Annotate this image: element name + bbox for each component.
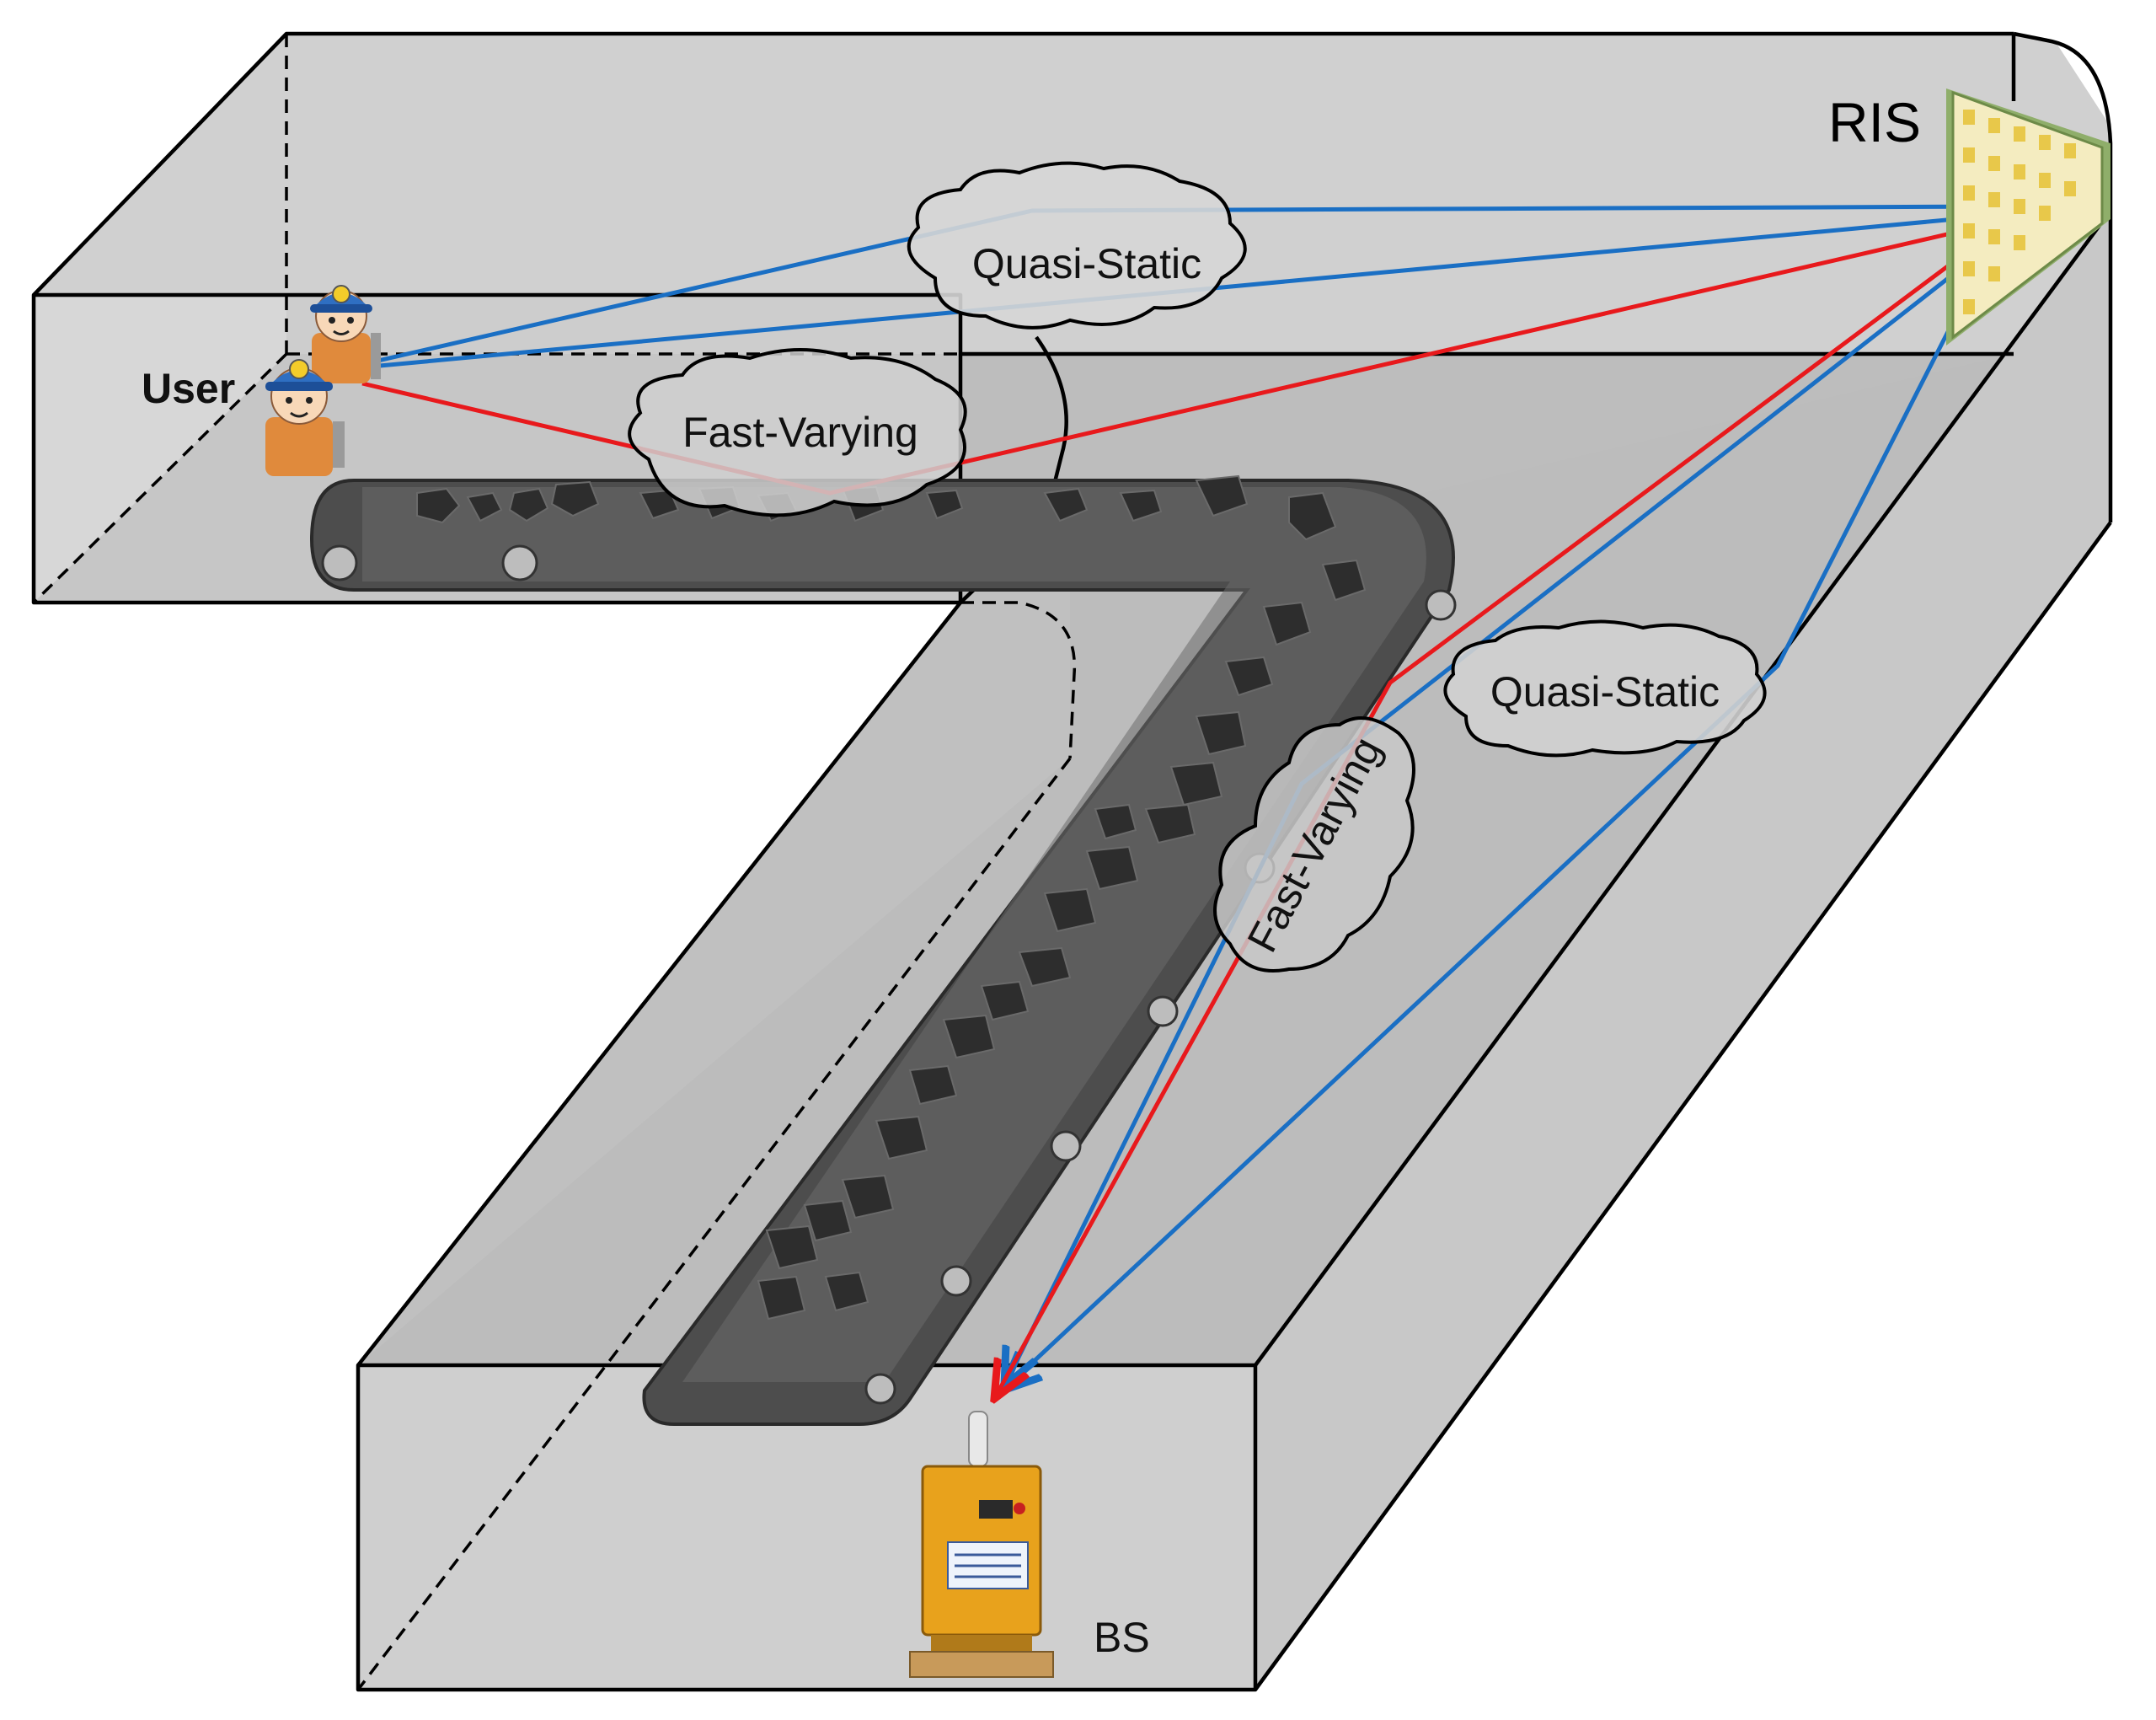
bs-label: BS	[1094, 1614, 1150, 1661]
cloud-label: Quasi-Static	[972, 240, 1201, 287]
gear-icon	[1050, 1130, 1082, 1162]
left-inner-wall	[358, 497, 1070, 1365]
hidden-edge-left-floor	[32, 352, 288, 604]
cloud-label: Fast-Varying	[682, 409, 918, 456]
miner-icon	[265, 359, 345, 476]
edge-inner-curve	[959, 335, 1068, 604]
right-outer-wall	[1255, 211, 2111, 1690]
ris-panel-icon	[1946, 88, 2111, 346]
cloud-fast-varying-top: Fast-Varying	[628, 348, 967, 517]
edge-right-bottom	[1254, 521, 2112, 1691]
edge-top-right-curve	[2013, 31, 2113, 522]
gear-icon	[1147, 995, 1179, 1027]
edge-inner-diagonal	[356, 601, 962, 1367]
ris-label: RIS	[1828, 91, 1921, 153]
gear-icon	[940, 1265, 972, 1297]
gear-icon	[864, 1373, 896, 1405]
hidden-edge-bottom-floor	[356, 757, 1072, 1691]
cloud-fast-varying-right: Fast-Varying	[1213, 716, 1415, 973]
gear-icon	[1425, 589, 1457, 621]
red-path-ris-bs	[994, 221, 2007, 1399]
blue-path-ris-bs-1	[1003, 234, 1999, 1390]
base-station-cabinet-icon	[909, 1411, 1054, 1678]
cloud-quasi-static-top: Quasi-Static	[907, 161, 1247, 330]
gear-icon	[501, 544, 538, 581]
conveyor-belt-top-surface	[362, 487, 1426, 1382]
edge-right-top	[1254, 209, 2112, 1367]
cloud-quasi-static-right: Quasi-Static	[1443, 619, 1767, 758]
user-label: User	[142, 365, 235, 412]
gear-icon	[321, 544, 358, 581]
coal-chunks	[416, 474, 1367, 1321]
cloud-label: Quasi-Static	[1490, 668, 1720, 715]
miner-icon	[310, 285, 381, 383]
